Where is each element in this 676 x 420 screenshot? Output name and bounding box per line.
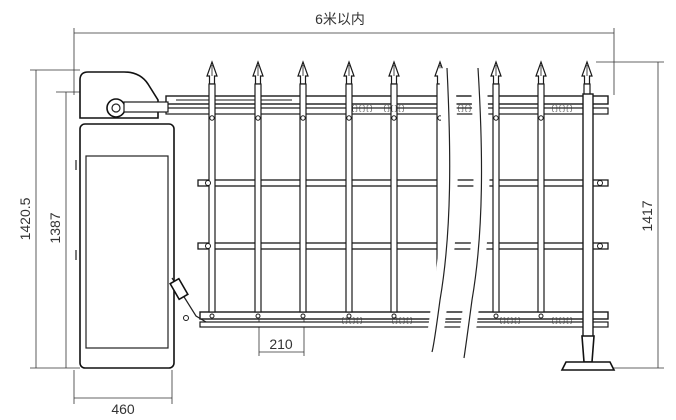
fence-bar	[208, 83, 216, 313]
bolt-icon	[300, 115, 306, 121]
bolt-icon	[255, 313, 261, 319]
rail-mark: [][][]	[551, 105, 573, 112]
top-rail	[165, 95, 609, 105]
fence-arm: [][][] [][][] [][][] [][][] [][][] [][][] [][]…	[123, 60, 609, 341]
fence-height-label: 1417	[639, 200, 655, 231]
fence-bar	[537, 83, 545, 313]
pivot-icon	[106, 98, 126, 118]
rail-mark: [][][]	[383, 105, 405, 112]
fence-bar	[390, 83, 398, 313]
break-lines	[424, 67, 490, 360]
cabinet-width-label: 460	[111, 401, 135, 417]
rail-mark: [][][]	[341, 317, 363, 324]
bolt-icon	[346, 115, 352, 121]
end-post	[582, 93, 594, 341]
bolt-icon	[493, 115, 499, 121]
fence-bar	[299, 83, 307, 313]
bolt-icon	[493, 313, 499, 319]
fence-bar	[254, 83, 262, 313]
bolt-icon	[391, 115, 397, 121]
bolt-icon	[209, 115, 215, 121]
rail-mark: [][][]	[457, 105, 479, 112]
bolt-icon	[597, 180, 603, 186]
foot-icon	[560, 335, 616, 371]
overall-height-label: 1420.5	[17, 197, 33, 240]
top-link-arm	[123, 101, 169, 113]
bolt-icon	[346, 313, 352, 319]
bolt-icon	[209, 313, 215, 319]
bolt-icon	[391, 313, 397, 319]
bottom-rail-lower	[199, 321, 609, 328]
fence-bar	[492, 83, 500, 313]
overall-height-dimension: 1420.5	[17, 69, 80, 369]
total-width-label: 6米以内	[315, 11, 365, 27]
rail-mark: [][][]	[551, 317, 573, 324]
bar-spacing-label: 210	[269, 336, 293, 352]
bolt-icon	[255, 115, 261, 121]
fence-bar	[345, 83, 353, 313]
rail-mark: [][][]	[499, 317, 521, 324]
bolt-icon	[183, 315, 189, 321]
bolt-icon	[205, 243, 211, 249]
bolt-icon	[205, 180, 211, 186]
rail-mark: [][][]	[391, 317, 413, 324]
bolt-icon	[538, 313, 544, 319]
cabinet-height-dimension: 1387	[47, 91, 80, 368]
middle-rail-1	[197, 179, 609, 187]
cabinet-height-label: 1387	[47, 212, 63, 243]
bolt-icon	[300, 313, 306, 319]
gate-cabinet	[75, 71, 207, 369]
fence-height-dimension: 1417	[586, 61, 664, 369]
cabinet-width-dimension: 460	[73, 370, 173, 417]
bolt-icon	[597, 243, 603, 249]
bottom-rail	[199, 311, 609, 320]
total-width-dimension: 6米以内	[73, 11, 615, 95]
bolt-icon	[538, 115, 544, 121]
middle-rail-2	[197, 242, 609, 250]
rail-mark: [][][]	[351, 105, 373, 112]
